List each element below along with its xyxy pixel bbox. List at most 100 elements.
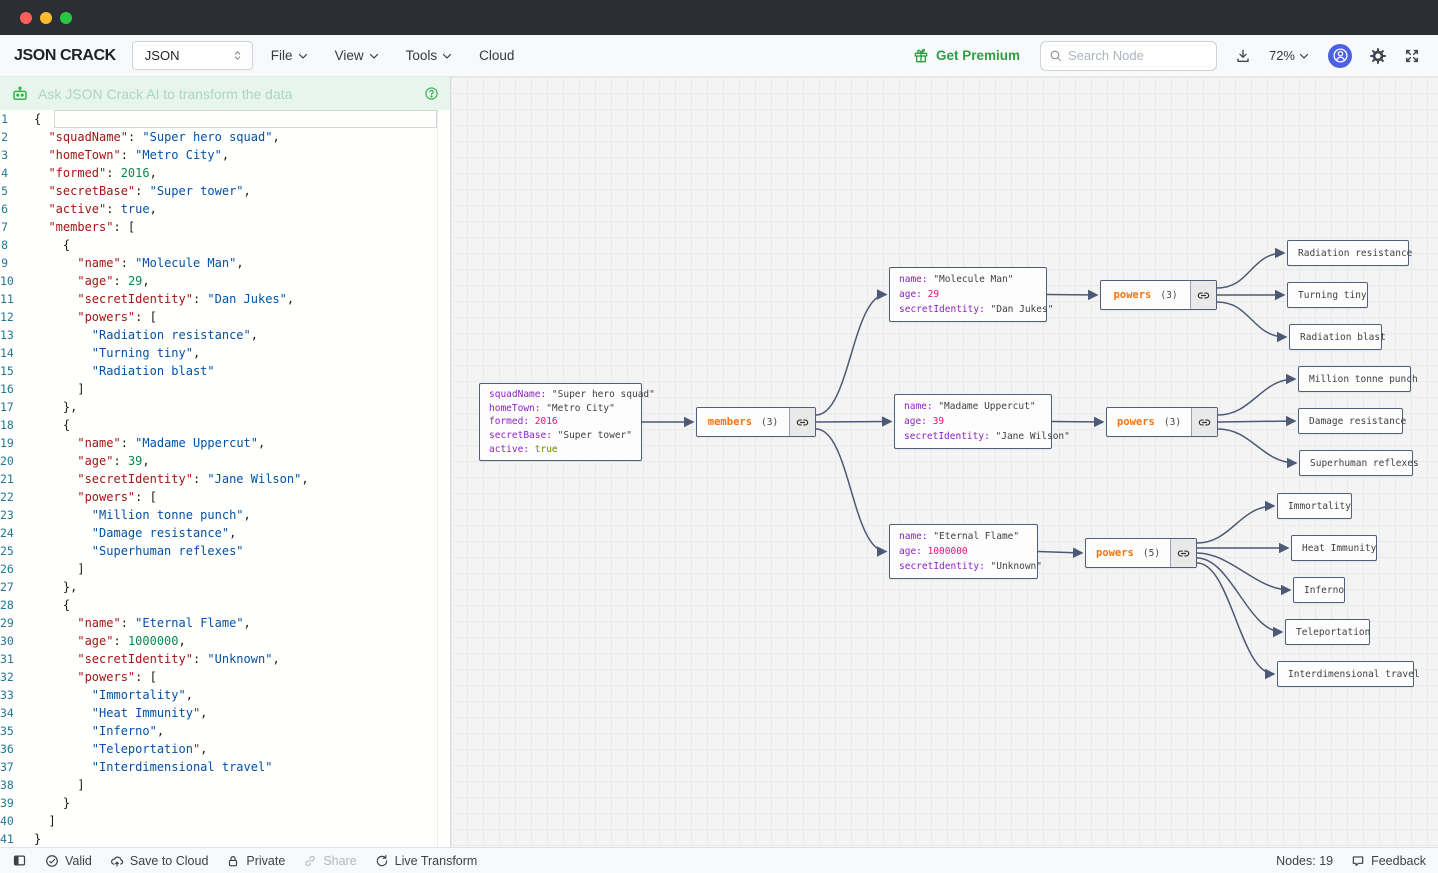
graph-node-l4[interactable]: Million tonne punch — [1298, 366, 1418, 392]
chain-link-icon[interactable] — [1191, 408, 1217, 436]
graph-node-l9[interactable]: Inferno — [1293, 577, 1345, 603]
app-logo[interactable]: JSON CRACK — [14, 46, 116, 64]
editor-line-32[interactable]: 32 "powers": [ — [0, 668, 450, 686]
editor-line-26[interactable]: 26 ] — [0, 560, 450, 578]
editor-line-35[interactable]: 35 "Inferno", — [0, 722, 450, 740]
graph-node-l5[interactable]: Damage resistance — [1298, 408, 1407, 434]
graph-node-l11[interactable]: Interdimensional travel — [1277, 661, 1420, 687]
menu-view[interactable]: View — [335, 48, 380, 63]
editor-line-31[interactable]: 31 "secretIdentity": "Unknown", — [0, 650, 450, 668]
editor-line-1[interactable]: 1{ — [0, 110, 450, 128]
editor-line-24[interactable]: 24 "Damage resistance", — [0, 524, 450, 542]
editor-line-40[interactable]: 40 ] — [0, 812, 450, 830]
feedback-button[interactable]: Feedback — [1351, 854, 1426, 868]
graph-canvas[interactable]: squadName: "Super hero squad"homeTown: "… — [450, 77, 1438, 847]
menu-file[interactable]: File — [271, 48, 309, 63]
get-premium-button[interactable]: Get Premium — [913, 48, 1020, 64]
editor-line-7[interactable]: 7 "members": [ — [0, 218, 450, 236]
editor-line-8[interactable]: 8 { — [0, 236, 450, 254]
privacy-toggle[interactable]: Private — [226, 854, 285, 868]
search-input[interactable] — [1067, 48, 1208, 63]
graph-node-l10[interactable]: Teleportation — [1285, 619, 1370, 645]
graph-node-l7[interactable]: Immortality — [1277, 493, 1352, 519]
menu-cloud[interactable]: Cloud — [479, 48, 515, 63]
editor-line-25[interactable]: 25 "Superhuman reflexes" — [0, 542, 450, 560]
editor-line-6[interactable]: 6 "active": true, — [0, 200, 450, 218]
editor-line-23[interactable]: 23 "Million tonne punch", — [0, 506, 450, 524]
share-button[interactable]: Share — [303, 854, 357, 868]
fullscreen-icon[interactable] — [1404, 48, 1420, 64]
editor-line-19[interactable]: 19 "name": "Madame Uppercut", — [0, 434, 450, 452]
save-to-cloud-button[interactable]: Save to Cloud — [110, 854, 208, 868]
editor-line-34[interactable]: 34 "Heat Immunity", — [0, 704, 450, 722]
graph-node-l2[interactable]: Turning tiny — [1287, 282, 1368, 308]
graph-node-l3[interactable]: Radiation blast — [1289, 324, 1386, 350]
code-line-text: ] — [34, 562, 85, 576]
traffic-light-maximize-button[interactable] — [60, 11, 72, 24]
graph-node-p1[interactable]: powers(3) — [1100, 280, 1217, 310]
editor-line-20[interactable]: 20 "age": 39, — [0, 452, 450, 470]
menu-tools[interactable]: Tools — [406, 48, 454, 63]
editor-line-41[interactable]: 41} — [0, 830, 450, 847]
code-line-text: "age": 1000000, — [77, 634, 186, 648]
graph-node-l6[interactable]: Superhuman reflexes — [1299, 450, 1419, 476]
graph-node-p2[interactable]: powers(3) — [1106, 407, 1218, 437]
editor-line-39[interactable]: 39 } — [0, 794, 450, 812]
editor-line-27[interactable]: 27 }, — [0, 578, 450, 596]
editor-line-2[interactable]: 2 "squadName": "Super hero squad", — [0, 128, 450, 146]
zoom-level-dropdown[interactable]: 72% — [1269, 48, 1310, 63]
editor-line-36[interactable]: 36 "Teleportation", — [0, 740, 450, 758]
code-editor[interactable]: 1{2 "squadName": "Super hero squad",3 "h… — [0, 110, 450, 847]
editor-line-10[interactable]: 10 "age": 29, — [0, 272, 450, 290]
editor-line-3[interactable]: 3 "homeTown": "Metro City", — [0, 146, 450, 164]
graph-node-l8[interactable]: Heat Immunity — [1291, 535, 1377, 561]
editor-line-15[interactable]: 15 "Radiation blast" — [0, 362, 450, 380]
format-select[interactable]: JSON — [131, 41, 253, 70]
editor-line-30[interactable]: 30 "age": 1000000, — [0, 632, 450, 650]
code-line-text: "active": true, — [48, 202, 157, 216]
gear-icon[interactable] — [1370, 47, 1386, 64]
editor-line-18[interactable]: 18 { — [0, 416, 450, 434]
chain-link-icon[interactable] — [789, 408, 815, 436]
editor-line-21[interactable]: 21 "secretIdentity": "Jane Wilson", — [0, 470, 450, 488]
graph-node-p3[interactable]: powers(5) — [1085, 538, 1197, 568]
sidebar-toggle-icon[interactable] — [12, 853, 27, 868]
search-node-box[interactable] — [1039, 40, 1217, 71]
editor-line-22[interactable]: 22 "powers": [ — [0, 488, 450, 506]
graph-node-root[interactable]: squadName: "Super hero squad"homeTown: "… — [479, 383, 655, 461]
editor-line-28[interactable]: 28 { — [0, 596, 450, 614]
editor-line-33[interactable]: 33 "Immortality", — [0, 686, 450, 704]
download-icon[interactable] — [1235, 48, 1251, 64]
traffic-light-close-button[interactable] — [20, 11, 32, 24]
chain-link-icon[interactable] — [1190, 281, 1216, 309]
traffic-light-minimize-button[interactable] — [40, 11, 52, 24]
editor-line-29[interactable]: 29 "name": "Eternal Flame", — [0, 614, 450, 632]
chain-link-icon[interactable] — [1170, 539, 1196, 567]
editor-line-37[interactable]: 37 "Interdimensional travel" — [0, 758, 450, 776]
editor-line-38[interactable]: 38 ] — [0, 776, 450, 794]
line-number: 40 — [0, 814, 14, 828]
editor-line-9[interactable]: 9 "name": "Molecule Man", — [0, 254, 450, 272]
editor-line-5[interactable]: 5 "secretBase": "Super tower", — [0, 182, 450, 200]
leaf-node-text: Radiation blast — [1300, 331, 1386, 343]
editor-line-17[interactable]: 17 }, — [0, 398, 450, 416]
node-row: secretIdentity: "Jane Wilson" — [904, 431, 1070, 442]
editor-line-13[interactable]: 13 "Radiation resistance", — [0, 326, 450, 344]
code-line-text: "Radiation resistance", — [91, 328, 258, 342]
account-button[interactable] — [1328, 43, 1352, 68]
live-transform-toggle[interactable]: Live Transform — [375, 854, 477, 868]
leaf-node-text: Damage resistance — [1309, 415, 1407, 427]
help-icon[interactable] — [424, 86, 439, 101]
graph-node-members[interactable]: members(3) — [696, 407, 816, 437]
editor-line-16[interactable]: 16 ] — [0, 380, 450, 398]
ai-prompt-banner[interactable]: Ask JSON Crack AI to transform the data — [0, 77, 450, 110]
code-line-text: "Damage resistance", — [91, 526, 237, 540]
editor-line-12[interactable]: 12 "powers": [ — [0, 308, 450, 326]
editor-line-14[interactable]: 14 "Turning tiny", — [0, 344, 450, 362]
editor-line-4[interactable]: 4 "formed": 2016, — [0, 164, 450, 182]
editor-line-11[interactable]: 11 "secretIdentity": "Dan Jukes", — [0, 290, 450, 308]
graph-node-l1[interactable]: Radiation resistance — [1287, 240, 1412, 266]
